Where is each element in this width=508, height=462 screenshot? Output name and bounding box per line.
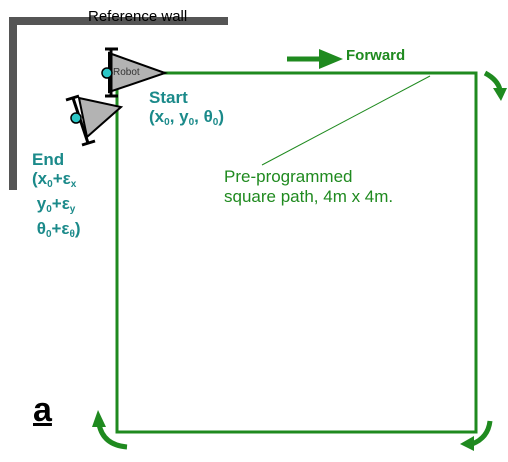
end-sensor: [70, 112, 82, 124]
turn-arrow-bottom-left: [92, 410, 128, 450]
robot-label: Robot: [113, 67, 140, 78]
turn-arrow-bottom-right: [460, 420, 493, 451]
start-title: Start: [149, 88, 188, 107]
start-label: Start (x0, y0, θ0): [149, 88, 224, 132]
path-leader-line: [261, 75, 431, 166]
turn-arrow-top-right: [483, 70, 507, 101]
square-path: [115, 71, 478, 434]
robot-end: [65, 94, 124, 147]
path-description-line-2: square path, 4m x 4m.: [224, 187, 394, 206]
panel-letter: a: [33, 391, 52, 429]
forward-arrow: [287, 49, 343, 69]
start-pose: (x0, y0, θ0): [149, 107, 225, 128]
path-description-line-1: Pre-programmed: [224, 167, 353, 186]
robot-start: [101, 47, 169, 98]
end-pose-x: (x0+εx: [32, 169, 77, 190]
reference-wall-label: Reference wall: [88, 8, 188, 25]
end-title: End: [32, 150, 65, 169]
start-sensor: [101, 67, 113, 79]
path-description: Pre-programmed square path, 4m x 4m.: [224, 167, 393, 207]
end-pose-theta: θ0+εθ): [36, 219, 81, 240]
end-pose-y: y0+εy: [36, 194, 76, 215]
end-label: End (x0+εx y0+εy θ0+εθ): [32, 150, 81, 244]
forward-label: Forward: [346, 47, 406, 64]
